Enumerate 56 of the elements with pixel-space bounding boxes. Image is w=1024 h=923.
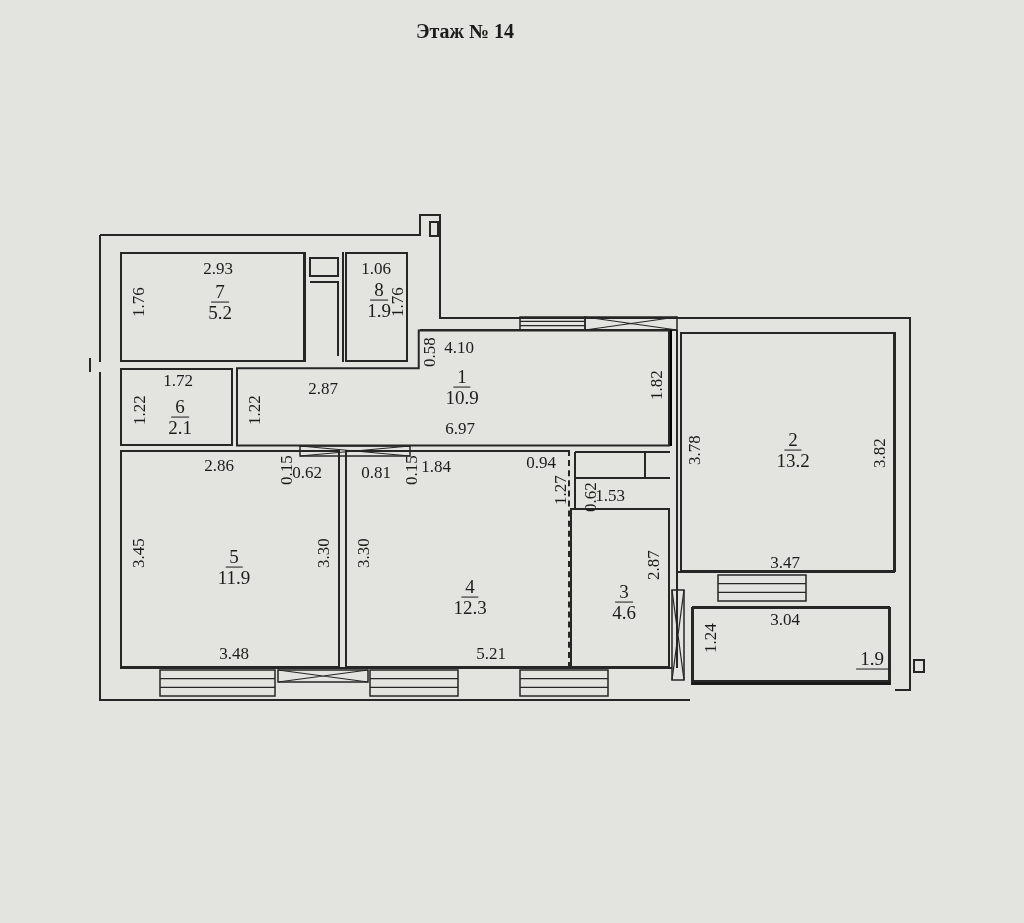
dimension-label: 1.22	[245, 395, 263, 425]
room-area: 5.2	[208, 302, 232, 323]
dimension-label: 3.04	[770, 610, 800, 628]
dimension-label: 2.93	[203, 259, 233, 277]
room-outline	[120, 450, 340, 668]
room-area: 11.9	[217, 567, 251, 588]
room-outline	[237, 330, 672, 446]
dimension-label: 0.81	[361, 463, 391, 481]
room-number: 7	[211, 281, 229, 303]
room-outline	[120, 252, 305, 362]
room-area: 2.1	[168, 417, 192, 438]
dimension-label: 1.84	[421, 457, 451, 475]
room-outline	[345, 252, 408, 362]
room-number: 1	[453, 366, 471, 388]
dimension-label: 1.72	[163, 371, 193, 389]
dimension-label: 0.58	[420, 337, 438, 367]
dimension-label: 6.97	[445, 419, 475, 437]
dimension-label: 3.48	[219, 644, 249, 662]
dimension-label: 3.78	[685, 435, 703, 465]
dimension-label: 0.62	[292, 463, 322, 481]
dimension-label: 1.53	[595, 486, 625, 504]
dimension-label: 3.47	[770, 553, 800, 571]
dimension-label: 1.22	[130, 395, 148, 425]
dimension-label: 3.30	[354, 538, 372, 568]
room-number: 6	[171, 396, 189, 418]
dimension-label: 1.06	[361, 259, 391, 277]
dimension-label: 3.45	[129, 538, 147, 568]
room-number: 1.9	[856, 648, 888, 670]
dimension-label: 1.27	[551, 475, 569, 505]
dimension-label: 3.82	[870, 438, 888, 468]
dimension-label: 2.87	[644, 550, 662, 580]
room-area: 10.9	[445, 387, 479, 408]
room-number: 2	[784, 429, 802, 451]
dimension-label: 0.94	[526, 453, 556, 471]
dimension-label: 0.15	[402, 455, 420, 485]
dimension-label: 1.24	[701, 623, 719, 653]
room-outline	[680, 332, 895, 572]
room-outline	[120, 368, 233, 446]
dimension-label: 3.30	[314, 538, 332, 568]
room-number: 5	[225, 546, 243, 568]
dimension-label: 2.86	[204, 456, 234, 474]
room-outline	[692, 607, 890, 682]
dimension-label: 2.87	[308, 379, 338, 397]
room-number: 3	[615, 581, 633, 603]
room-outline	[345, 450, 570, 668]
dimension-label: 5.21	[476, 644, 506, 662]
room-area: 1.9	[367, 300, 391, 321]
room-number: 4	[461, 576, 479, 598]
room-area: 4.6	[612, 602, 636, 623]
room-area: 12.3	[453, 597, 487, 618]
room-number: 8	[370, 279, 388, 301]
floor-title: Этаж № 14	[414, 20, 516, 43]
room-area: 13.2	[776, 450, 810, 471]
dimension-label: 1.82	[647, 370, 665, 400]
dimension-label: 1.76	[129, 287, 147, 317]
dimension-label: 4.10	[444, 338, 474, 356]
